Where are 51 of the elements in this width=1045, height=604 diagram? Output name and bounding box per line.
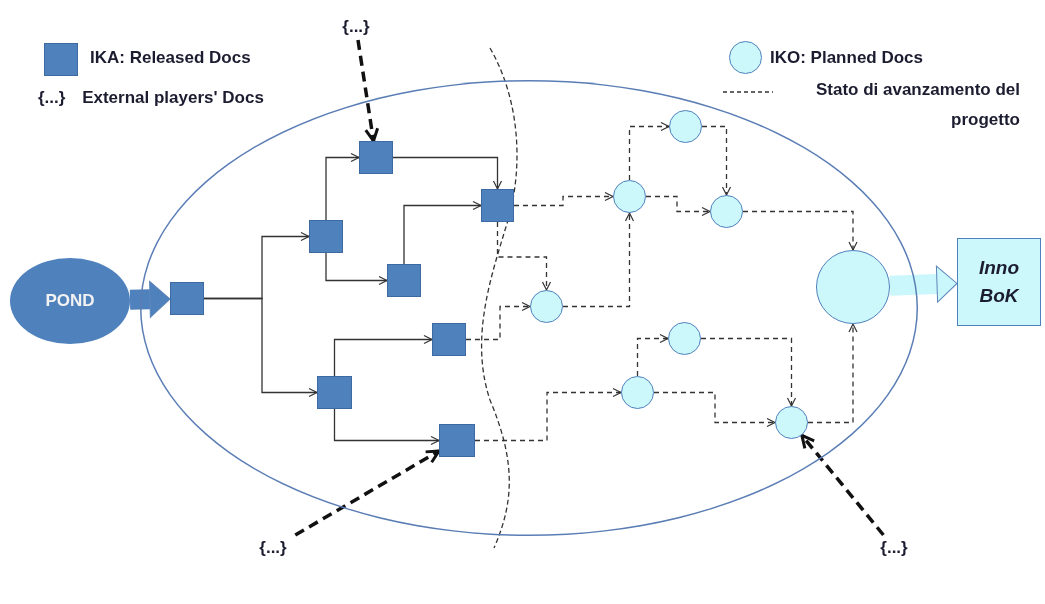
- arrow: [513, 191, 614, 207]
- arrow: [203, 297, 318, 398]
- legend-symbol: {...}: [38, 87, 66, 109]
- external-docs-label: {...}: [871, 535, 917, 561]
- legend-label: IKO: Planned Docs: [770, 47, 925, 69]
- arrow: [653, 391, 776, 428]
- arrow: [294, 449, 441, 537]
- external-docs-label: {...}: [333, 14, 379, 40]
- document-circle: [710, 195, 743, 228]
- arrow: [701, 125, 732, 196]
- document-square: [439, 424, 475, 457]
- output-box: [957, 238, 1041, 326]
- document-circle: [621, 376, 654, 409]
- arrow: [496, 221, 552, 291]
- arrow: [333, 408, 440, 446]
- arrow: [800, 433, 885, 537]
- document-square: [359, 141, 393, 174]
- legend-label: IKA: Released Docs: [90, 47, 252, 69]
- document-circle: [613, 180, 646, 213]
- arrow: [628, 121, 670, 181]
- document-square: [432, 323, 466, 356]
- document-circle: [668, 322, 701, 355]
- document-square: [317, 376, 352, 409]
- document-square: [170, 282, 204, 315]
- arrow: [807, 323, 858, 424]
- document-square: [481, 189, 514, 222]
- block-arrow: [129, 280, 171, 318]
- external-docs-label: {...}: [250, 535, 296, 561]
- document-circle: [669, 110, 702, 143]
- arrow: [645, 195, 711, 217]
- legend-label: External players' Docs: [81, 87, 265, 109]
- arrow: [742, 210, 858, 251]
- block-arrow: [889, 265, 958, 303]
- arrow: [325, 252, 388, 286]
- arrow: [403, 200, 482, 265]
- arrow: [392, 156, 503, 190]
- arrow: [474, 387, 622, 442]
- arrow: [333, 334, 433, 377]
- document-square: [387, 264, 421, 297]
- node-label: Inno BoK: [977, 256, 1021, 308]
- document-circle: [530, 290, 563, 323]
- arrow: [356, 39, 380, 143]
- arrow: [636, 333, 669, 377]
- arrow: [465, 301, 531, 341]
- arrow: [562, 212, 635, 308]
- legend-label: Stato di avanzamento del progetto: [814, 79, 1020, 131]
- node-label: POND: [45, 291, 95, 311]
- arrow: [700, 337, 797, 407]
- document-square: [309, 220, 343, 253]
- arrow: [325, 152, 360, 221]
- document-circle: [775, 406, 808, 439]
